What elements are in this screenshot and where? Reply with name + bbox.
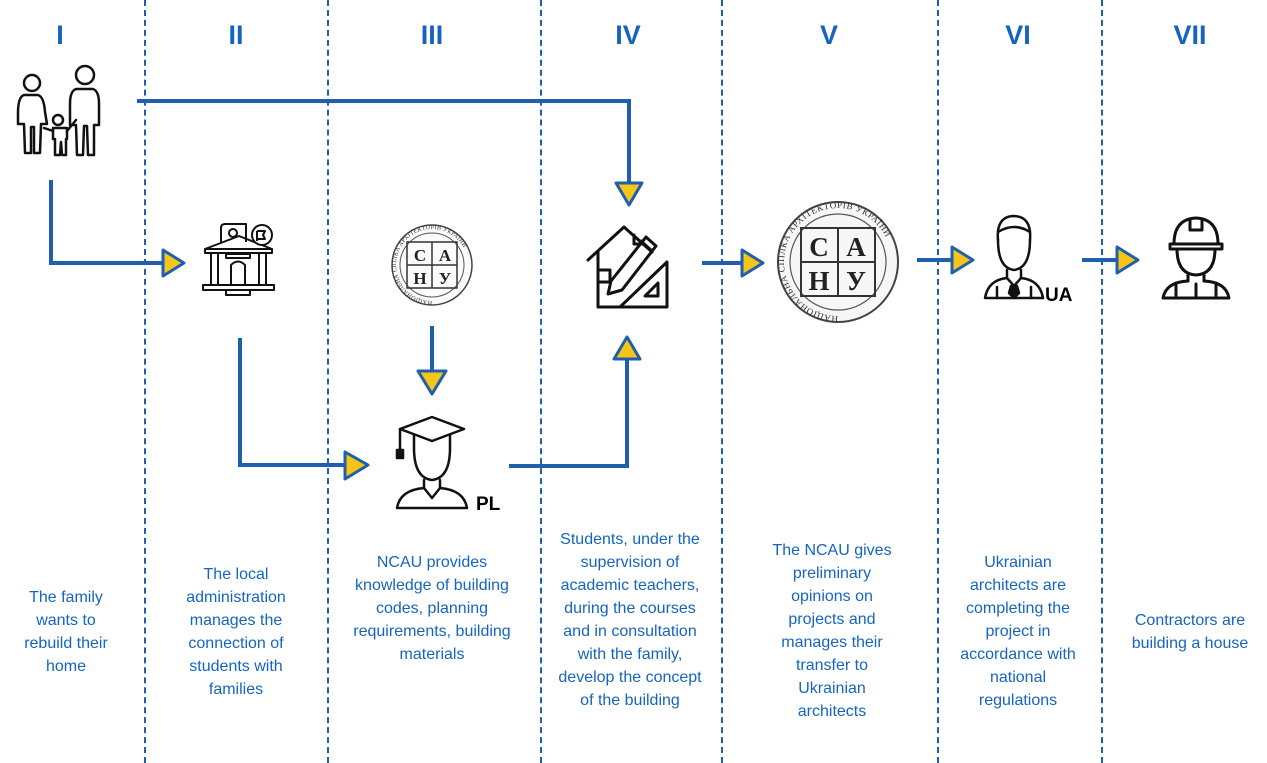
ncau-logo-small: С А Н У НАЦІОНАЛЬНА СПІЛКА АРХІТЕКТОРІВ … xyxy=(391,224,473,306)
connector-family-to-concept xyxy=(137,99,631,182)
town-hall-icon xyxy=(202,223,275,296)
arrowhead-right xyxy=(161,248,186,278)
stage-number-2: II xyxy=(228,20,244,50)
logo-letter: А xyxy=(846,232,866,262)
column-divider xyxy=(144,0,146,763)
column-divider xyxy=(721,0,723,763)
connector-administration-to-student xyxy=(238,338,345,467)
column-divider xyxy=(540,0,542,763)
stage-number-6: VI xyxy=(1005,20,1031,50)
arrowhead-right xyxy=(950,245,975,275)
student-country-tag: PL xyxy=(476,494,501,515)
logo-letter: А xyxy=(439,246,452,265)
logo-letter: Н xyxy=(808,266,829,296)
column-divider xyxy=(937,0,939,763)
stage-description-6: Ukrainian architects are completing the … xyxy=(960,554,1076,709)
ncau-logo-large: С А Н У НАЦІОНАЛЬНА СПІЛКА АРХІТЕКТОРІВ … xyxy=(776,200,899,324)
logo-letter: У xyxy=(439,269,452,288)
arrowhead-right xyxy=(740,248,765,278)
logo-letter: У xyxy=(846,266,866,296)
column-divider xyxy=(327,0,329,763)
arrowhead-right xyxy=(1115,245,1140,275)
stage-number-3: III xyxy=(420,20,444,50)
stage-description-5: The NCAU gives preliminary opinions on p… xyxy=(772,542,892,720)
contractor-builder-icon xyxy=(1161,216,1231,300)
stage-number-5: V xyxy=(819,20,838,50)
stage-description-4: Students, under the supervision of acade… xyxy=(558,531,702,709)
logo-letter: Н xyxy=(413,269,426,288)
arrowhead-down xyxy=(416,369,448,396)
arrowhead-down xyxy=(614,181,644,207)
design-concept-icon xyxy=(586,225,669,309)
logo-letter: С xyxy=(809,232,829,262)
connector-student-to-concept xyxy=(509,360,629,468)
family-icon xyxy=(16,64,101,157)
arrowhead-up xyxy=(612,335,642,361)
architect-icon xyxy=(983,214,1045,300)
stage-number-7: VII xyxy=(1173,20,1207,50)
logo-letter: С xyxy=(414,246,426,265)
student-graduate-icon xyxy=(395,415,469,510)
stage-description-1: The family wants to rebuild their home xyxy=(24,589,108,675)
stage-number-4: IV xyxy=(615,20,641,50)
stage-description-3: NCAU provides knowledge of building code… xyxy=(353,554,511,663)
arrowhead-right xyxy=(343,450,370,481)
architect-country-tag: UA xyxy=(1045,285,1073,306)
stage-number-1: I xyxy=(56,20,64,50)
column-divider xyxy=(1101,0,1103,763)
connector-family-to-administration xyxy=(49,180,163,265)
stage-description-2: The local administration manages the con… xyxy=(186,566,286,698)
stage-description-7: Contractors are building a house xyxy=(1131,612,1249,652)
